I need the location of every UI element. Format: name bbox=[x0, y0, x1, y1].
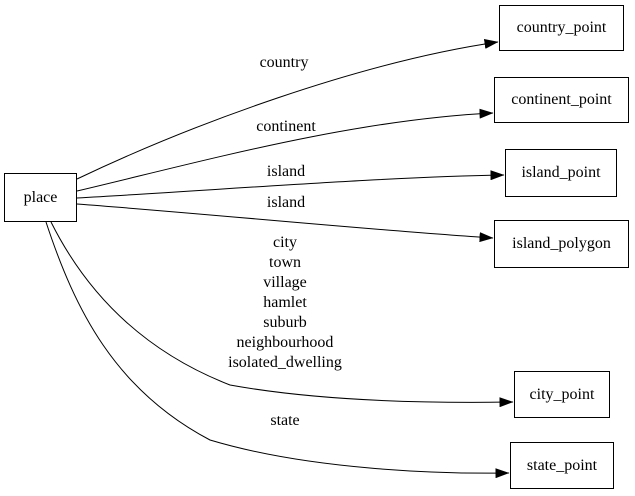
edge-label-place-to-continent_point: continent bbox=[256, 117, 316, 137]
edge-place-to-state_point bbox=[45, 221, 510, 479]
edge-place-to-island_polygon bbox=[76, 203, 494, 243]
node-label: place bbox=[23, 188, 58, 206]
edge-place-to-island_point bbox=[76, 170, 505, 199]
edge-label-place-to-state_point: state bbox=[270, 411, 299, 431]
node-label: island_point bbox=[521, 164, 601, 181]
node-label: continent_point bbox=[511, 91, 612, 108]
node-city_point: city_point bbox=[514, 371, 610, 418]
edge-label-line: state bbox=[270, 412, 300, 429]
edge-label-line: island bbox=[266, 194, 306, 211]
edge-label-line: town bbox=[268, 254, 301, 271]
node-island_polygon: island_polygon bbox=[494, 220, 629, 268]
edge-place-to-continent_point bbox=[76, 108, 494, 192]
edge-label-line: isolated_dwelling bbox=[228, 354, 342, 371]
edge-place-to-country_point bbox=[76, 38, 499, 180]
edge-label-place-to-country_point: country bbox=[260, 53, 309, 73]
edge-label-line: island bbox=[266, 163, 306, 180]
node-label: state_point bbox=[526, 456, 598, 474]
node-label: city_point bbox=[529, 385, 595, 403]
edge-place-to-city_point bbox=[50, 221, 514, 408]
edge-label-place-to-island_polygon: island bbox=[267, 193, 305, 213]
node-state_point: state_point bbox=[510, 442, 614, 489]
edge-label-line: hamlet bbox=[263, 294, 307, 311]
edge-label-place-to-island_point: island bbox=[267, 162, 305, 182]
edge-label-line: village bbox=[263, 274, 307, 291]
node-continent_point: continent_point bbox=[494, 77, 629, 123]
edge-label-line: continent bbox=[256, 118, 316, 135]
edge-label-line: neighbourhood bbox=[236, 334, 334, 351]
node-island_point: island_point bbox=[505, 149, 617, 197]
edge-label-place-to-city_point: city town village hamlet suburb neighbourhood… bbox=[228, 233, 342, 373]
edge-label-line: country bbox=[259, 54, 309, 71]
node-place: place bbox=[4, 173, 77, 222]
node-label: island_polygon bbox=[512, 235, 611, 252]
node-country_point: country_point bbox=[499, 5, 624, 51]
edge-label-line: city bbox=[272, 234, 297, 251]
edge-label-line: suburb bbox=[263, 314, 307, 331]
node-label: country_point bbox=[516, 19, 607, 36]
